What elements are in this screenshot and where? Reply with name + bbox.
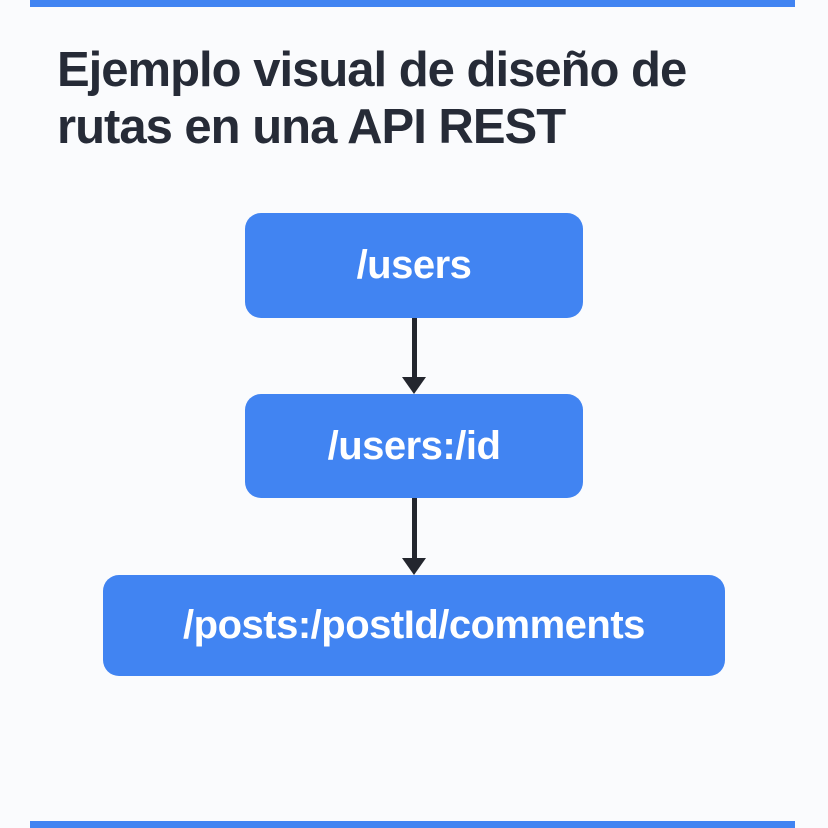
arrow-head-icon	[402, 377, 426, 394]
page-title-line1: Ejemplo visual de diseño de	[57, 43, 687, 97]
arrow-head-icon	[402, 558, 426, 575]
arrow-shaft	[411, 318, 417, 377]
flowchart-node-posts-comments-label: /posts:/postId/comments	[183, 603, 645, 647]
flowchart-node-users-id-label: /users:/id	[327, 423, 501, 468]
arrow-down-usersid-to-comments	[402, 498, 426, 575]
page-title-line2: rutas en una API REST	[57, 100, 566, 154]
top-edge-bar	[30, 0, 795, 7]
arrow-down-users-to-usersid	[402, 318, 426, 394]
flowchart-node-users-id: /users:/id	[245, 394, 583, 498]
flowchart-node-users: /users	[245, 213, 583, 318]
arrow-shaft	[411, 498, 417, 558]
flowchart-node-users-label: /users	[356, 243, 472, 287]
bottom-edge-bar	[30, 821, 795, 828]
flowchart-node-posts-comments: /posts:/postId/comments	[103, 575, 725, 676]
